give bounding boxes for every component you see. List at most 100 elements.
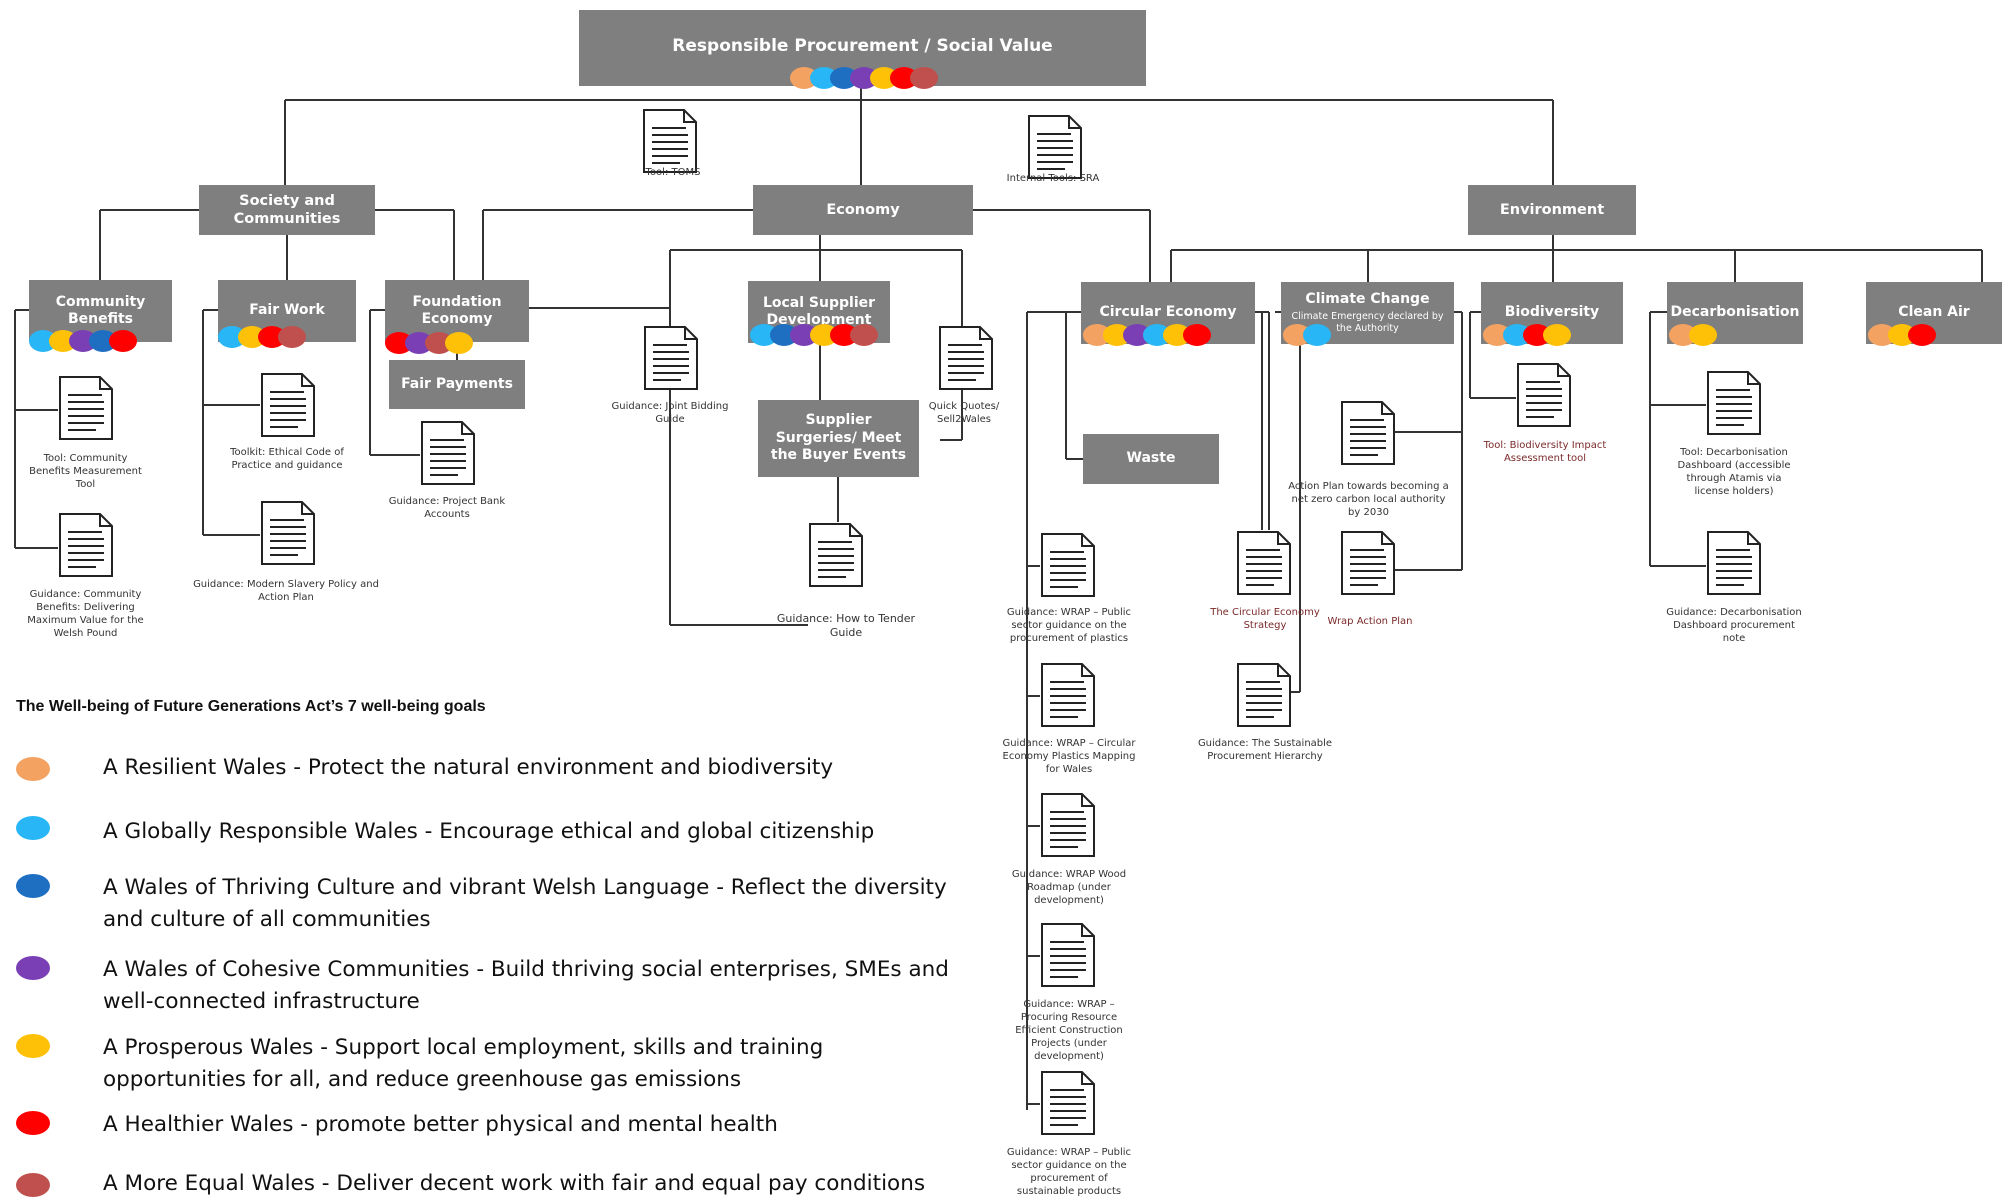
caption-biodiversity-tool: Tool: Biodiversity Impact Assessment too… xyxy=(1483,440,1607,464)
caption-wrap-construction: Guidance: WRAP – Procuring Resource Effi… xyxy=(1015,999,1123,1062)
caption-how-to-tender: Guidance: How to Tender Guide xyxy=(776,612,916,640)
society-node: Society and Communities xyxy=(199,185,375,235)
community-benefits-goal-dots xyxy=(29,330,137,354)
caption-action-plan: Action Plan towards becoming a net zero … xyxy=(1288,481,1449,518)
document-icon xyxy=(420,420,476,491)
fair-work-label: Fair Work xyxy=(249,302,325,319)
caption-project-bank: Guidance: Project Bank Accounts xyxy=(388,496,506,520)
fair-payments-node: Fair Payments xyxy=(389,360,525,409)
biodiversity-label: Biodiversity xyxy=(1504,304,1600,321)
goal-color-dot xyxy=(16,1111,50,1135)
caption-circular-strategy: The Circular Economy Strategy xyxy=(1210,607,1320,631)
caption-wrap-circular-plastics: Guidance: WRAP – Circular Economy Plasti… xyxy=(1002,738,1136,775)
legend-label: A Healthier Wales - promote better physi… xyxy=(103,1112,778,1137)
document-icon xyxy=(1706,530,1762,601)
foundation-economy-label: Foundation Economy xyxy=(412,293,502,328)
document-icon xyxy=(808,522,864,593)
document-icon xyxy=(1040,1070,1096,1141)
foundation-economy-node: Foundation Economy xyxy=(385,280,529,342)
climate-change-label: Climate Change xyxy=(1305,291,1430,308)
local-supplier-goal-dots xyxy=(750,324,878,348)
root-label: Responsible Procurement / Social Value xyxy=(672,36,1053,56)
document-icon xyxy=(1040,662,1096,733)
document-icon xyxy=(1040,922,1096,993)
document-icon xyxy=(260,500,316,571)
caption-fw-slavery: Guidance: Modern Slavery Policy and Acti… xyxy=(193,579,379,603)
environment-label: Environment xyxy=(1499,201,1605,218)
document-icon xyxy=(1706,370,1762,441)
fair-work-goal-dots xyxy=(218,326,306,350)
goal-dot-more-equal xyxy=(910,67,938,89)
caption-wrap-plastics: Guidance: WRAP – Public sector guidance … xyxy=(1006,607,1132,644)
supplier-surgeries-node: Supplier Surgeries/ Meet the Buyer Event… xyxy=(758,400,919,477)
root-goal-dots xyxy=(790,67,938,91)
economy-node: Economy xyxy=(753,185,973,235)
document-icon xyxy=(1040,532,1096,603)
document-icon xyxy=(58,375,114,446)
legend-title: The Well-being of Future Generations Act… xyxy=(16,698,486,715)
caption-wrap-sustainable: Guidance: WRAP – Public sector guidance … xyxy=(1006,1147,1132,1197)
goal-color-dot xyxy=(16,757,50,781)
caption-joint-bidding: Guidance: Joint Bidding Guide xyxy=(611,401,729,425)
decarbonisation-label: Decarbonisation xyxy=(1670,304,1800,321)
goal-color-dot xyxy=(16,1173,50,1197)
document-icon xyxy=(1027,114,1083,185)
environment-node: Environment xyxy=(1468,185,1636,235)
document-icon xyxy=(643,325,699,396)
goal-dot-healthier xyxy=(1183,324,1211,346)
document-icon xyxy=(1340,400,1396,471)
goal-color-dot xyxy=(16,956,50,980)
goal-dot-healthier xyxy=(1908,324,1936,346)
document-icon xyxy=(1236,530,1292,601)
document-icon xyxy=(1040,792,1096,863)
climate-change-goal-dots xyxy=(1283,324,1331,348)
circular-economy-goal-dots xyxy=(1083,324,1211,348)
document-icon xyxy=(938,325,994,396)
waste-label: Waste xyxy=(1126,450,1176,467)
circular-economy-label: Circular Economy xyxy=(1099,304,1237,321)
goal-color-dot xyxy=(16,874,50,898)
document-icon xyxy=(58,512,114,583)
caption-wrap-action-plan: Wrap Action Plan xyxy=(1327,616,1413,627)
legend-label: A Globally Responsible Wales - Encourage… xyxy=(103,819,875,844)
goal-color-dot xyxy=(16,816,50,840)
society-label: Society and Communities xyxy=(233,192,341,227)
caption-wrap-wood: Guidance: WRAP Wood Roadmap (under devel… xyxy=(1011,869,1127,906)
goal-dot-prosperous xyxy=(1543,324,1571,346)
goal-dot-more-equal xyxy=(278,326,306,348)
legend-label: A Wales of Thriving Culture and vibrant … xyxy=(103,875,947,933)
caption-sustainable-hierarchy: Guidance: The Sustainable Procurement Hi… xyxy=(1197,738,1333,762)
goal-color-dot xyxy=(16,1034,50,1058)
community-benefits-label: Community Benefits xyxy=(55,293,146,328)
biodiversity-goal-dots xyxy=(1483,324,1571,348)
document-icon xyxy=(260,372,316,443)
document-icon xyxy=(1340,530,1396,601)
goal-dot-healthier xyxy=(109,330,137,352)
document-icon xyxy=(642,108,698,179)
caption-sra: Internal Tools: SRA xyxy=(1006,173,1100,184)
caption-decarb-guidance: Guidance: Decarbonisation Dashboard proc… xyxy=(1666,607,1802,644)
goal-dot-prosperous xyxy=(445,332,473,354)
caption-toms: Tool: TOMS xyxy=(645,167,701,178)
document-icon xyxy=(1236,662,1292,733)
legend-label: A Wales of Cohesive Communities - Build … xyxy=(103,957,949,1015)
document-icon xyxy=(1516,362,1572,433)
waste-node: Waste xyxy=(1083,434,1219,484)
clean-air-label: Clean Air xyxy=(1898,304,1970,321)
foundation-economy-goal-dots xyxy=(385,332,473,356)
caption-fw-toolkit: Toolkit: Ethical Code of Practice and gu… xyxy=(230,447,344,471)
fair-payments-label: Fair Payments xyxy=(401,375,513,392)
caption-quick-quotes: Quick Quotes/ Sell2Wales xyxy=(928,401,1000,425)
legend-label: A Prosperous Wales - Support local emplo… xyxy=(103,1035,824,1093)
goal-dot-globally-responsible xyxy=(1303,324,1331,346)
decarbonisation-goal-dots xyxy=(1669,324,1717,348)
clean-air-goal-dots xyxy=(1868,324,1936,348)
caption-decarb-tool: Tool: Decarbonisation Dashboard (accessi… xyxy=(1677,447,1791,497)
legend-label: A More Equal Wales - Deliver decent work… xyxy=(103,1171,926,1196)
caption-cb-guidance: Guidance: Community Benefits: Delivering… xyxy=(27,589,144,639)
climate-change-subtitle: Climate Emergency declared by the Author… xyxy=(1291,310,1444,334)
legend-label: A Resilient Wales - Protect the natural … xyxy=(103,755,834,780)
goal-dot-prosperous xyxy=(1689,324,1717,346)
